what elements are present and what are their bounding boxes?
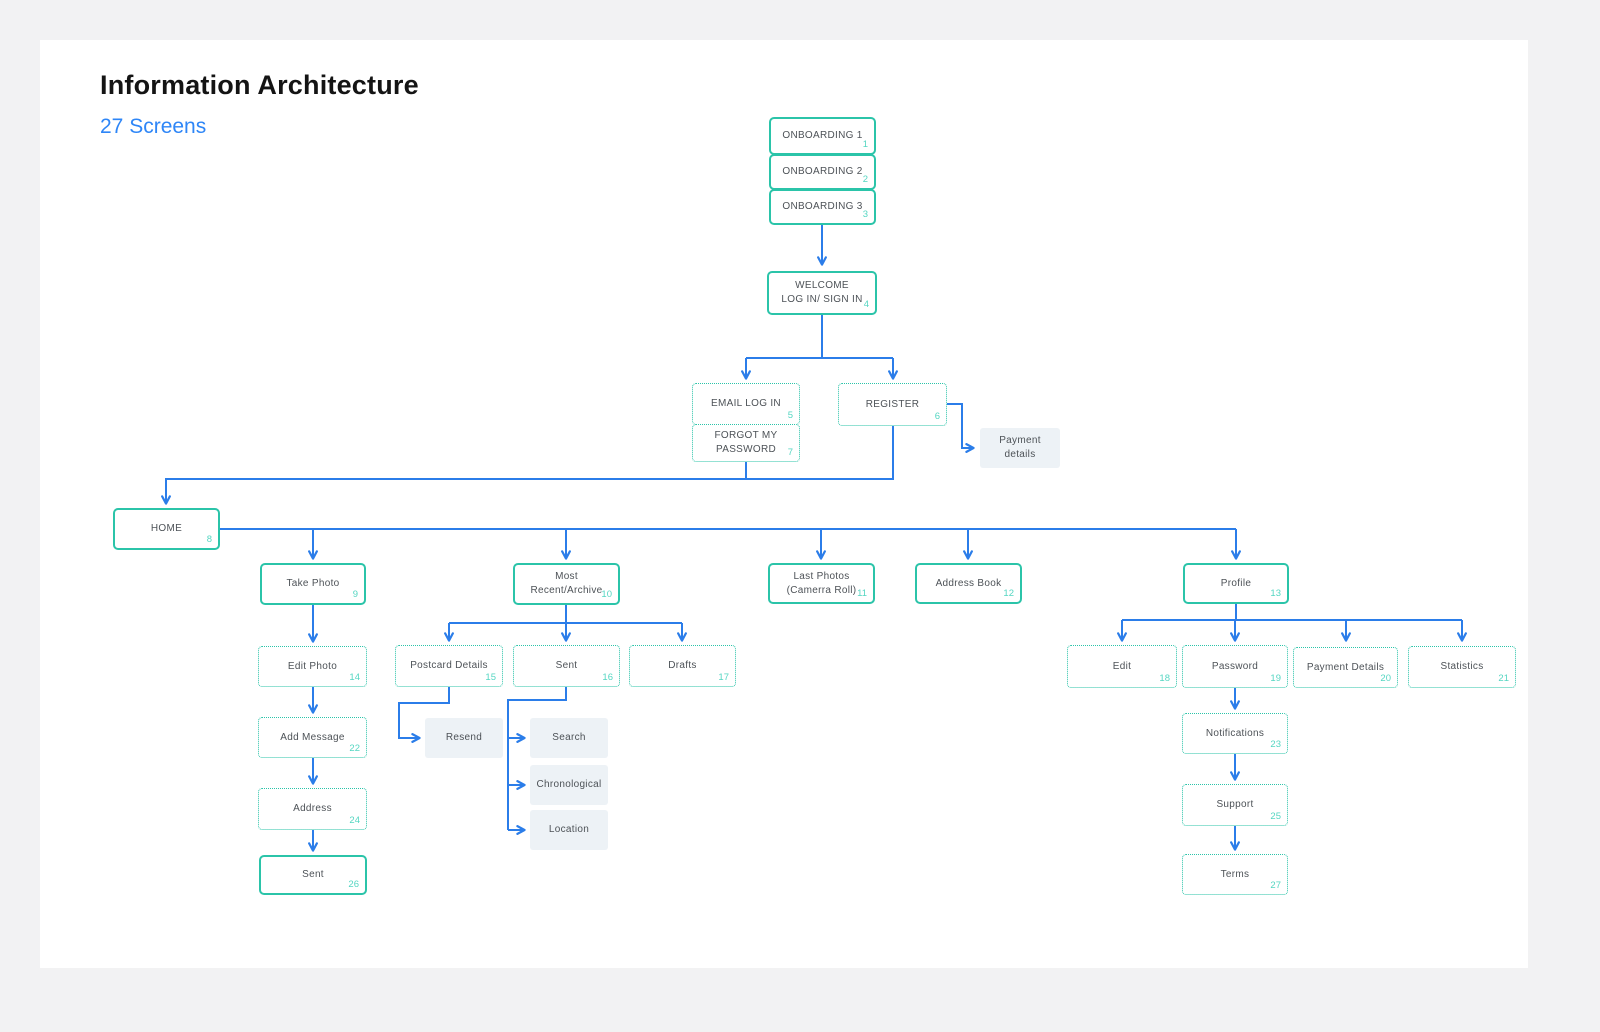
node-address[interactable]: Address 24 (258, 788, 367, 830)
node-sent-archive[interactable]: Sent 16 (513, 645, 620, 687)
node-label: Drafts (668, 660, 697, 671)
node-label: Support (1216, 799, 1254, 810)
header: Information Architecture 27 Screens (100, 70, 419, 139)
node-label: FORGOT MY PASSWORD (714, 430, 778, 455)
screen-number: 22 (349, 743, 360, 754)
node-last-photos[interactable]: Last Photos (Camerra Roll)11 (768, 563, 875, 604)
screen-number: 15 (485, 672, 496, 683)
node-support[interactable]: Support 25 (1182, 784, 1288, 826)
node-chronological[interactable]: Chronological (530, 765, 608, 805)
node-label: Profile (1220, 577, 1252, 589)
node-forgot-my-password[interactable]: FORGOT MY PASSWORD 7 (692, 424, 800, 462)
node-payment-details-info[interactable]: Payment details (980, 428, 1060, 468)
node-label-line2: (Camerra Roll) (786, 584, 857, 596)
node-label: EMAIL LOG IN (711, 398, 781, 409)
node-statistics[interactable]: Statistics 21 (1408, 646, 1516, 688)
node-label: ONBOARDING 3 (782, 201, 863, 212)
screen-number: 21 (1498, 673, 1509, 684)
node-password[interactable]: Password 19 (1182, 645, 1288, 688)
node-take-photo[interactable]: Take Photo 9 (260, 563, 366, 605)
node-add-message[interactable]: Add Message 22 (258, 717, 367, 758)
node-label: Address (293, 803, 332, 814)
screen-number: 4 (863, 299, 869, 310)
node-sent-final[interactable]: Sent 26 (259, 855, 367, 895)
node-label: ONBOARDING 2 (782, 166, 863, 177)
screen-number: 1 (862, 139, 868, 150)
screen-number: 6 (934, 411, 940, 422)
screen-number: 10 (601, 589, 612, 600)
connectors (161, 225, 1467, 852)
node-location[interactable]: Location (530, 810, 608, 850)
screen-number: 17 (718, 672, 729, 683)
node-register[interactable]: REGISTER 6 (838, 383, 947, 426)
screen-number: 20 (1380, 673, 1391, 684)
node-label: ONBOARDING 1 (782, 130, 863, 141)
node-label: Edit (1112, 660, 1132, 672)
node-label: Sent (302, 869, 324, 880)
node-label: Take Photo (286, 578, 340, 589)
screen-number: 18 (1159, 673, 1170, 684)
screen-number: 5 (787, 410, 793, 421)
screen-number: 9 (352, 589, 358, 600)
node-resend[interactable]: Resend (425, 718, 503, 758)
node-email-log-in[interactable]: EMAIL LOG IN 5 (692, 383, 800, 425)
node-label: Payment (999, 435, 1041, 446)
screen-number: 13 (1270, 588, 1281, 599)
node-profile[interactable]: Profile 13 (1183, 563, 1289, 604)
node-label: Chronological (536, 779, 602, 790)
node-label: Location (548, 824, 590, 835)
node-label: HOME (150, 523, 183, 534)
node-edit[interactable]: Edit 18 (1067, 645, 1177, 688)
node-label: Last Photos (793, 570, 850, 582)
screen-number: 16 (602, 672, 613, 683)
node-drafts[interactable]: Drafts 17 (629, 645, 736, 687)
node-label: Notifications (1205, 727, 1265, 739)
node-label: Payment Details (1306, 661, 1385, 673)
node-label: Add Message (280, 731, 345, 743)
screen-number: 11 (857, 588, 867, 599)
node-label: Postcard Details (410, 660, 488, 671)
node-label-line2: LOG IN/ SIGN IN (781, 294, 863, 305)
page-title: Information Architecture (100, 70, 419, 100)
screen-number: 23 (1270, 739, 1281, 750)
screen-number: 7 (787, 447, 793, 458)
node-label: Address Book (935, 577, 1002, 589)
screen-number: 12 (1003, 588, 1014, 599)
screen-number: 27 (1270, 880, 1281, 891)
node-label: Search (552, 732, 586, 743)
screen-number: 8 (206, 534, 212, 545)
node-label: Sent (555, 660, 578, 671)
screen-number: 26 (348, 879, 359, 890)
screen-number: 14 (349, 672, 360, 683)
node-notifications[interactable]: Notifications 23 (1182, 713, 1288, 754)
screen-number: 2 (862, 174, 868, 185)
node-label: Statistics (1440, 661, 1484, 672)
node-search[interactable]: Search (530, 718, 608, 758)
node-label-line2: details (1004, 449, 1036, 460)
page-subtitle: 27 Screens (100, 115, 207, 138)
screen-number: 19 (1270, 673, 1281, 684)
node-label: Password (1211, 660, 1259, 672)
node-label: Most Recent/Archive (530, 571, 603, 596)
node-label: Terms (1220, 868, 1250, 880)
screen-number: 25 (1270, 811, 1281, 822)
node-edit-photo[interactable]: Edit Photo 14 (258, 646, 367, 687)
node-label: WELCOME (795, 280, 849, 291)
node-label: Edit Photo (287, 660, 338, 672)
node-label: Resend (445, 732, 483, 743)
screen-number: 3 (862, 209, 868, 220)
node-home[interactable]: HOME 8 (113, 508, 220, 550)
node-label: REGISTER (865, 398, 920, 410)
screen-number: 24 (349, 815, 360, 826)
node-terms[interactable]: Terms 27 (1182, 854, 1288, 895)
